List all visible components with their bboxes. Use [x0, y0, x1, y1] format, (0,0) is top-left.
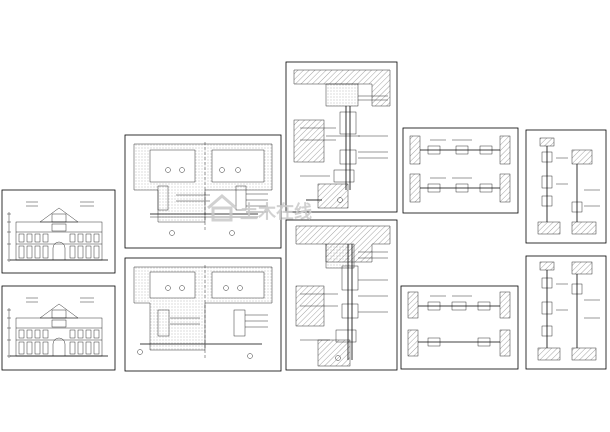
- vertical-section-detail-upper: [293, 69, 391, 209]
- window-plan-detail-lower: [407, 291, 511, 357]
- corner-plan-detail-upper: [133, 142, 273, 236]
- leader-lines: [176, 193, 268, 213]
- sheet-elevation-top: [1, 189, 116, 274]
- sheet-corner-plan-lower: [124, 257, 282, 372]
- window-plan-detail-upper: [409, 135, 511, 203]
- sheet-window-section-lower: [525, 255, 607, 370]
- window-frame-row: [418, 295, 500, 347]
- window-frame-row: [420, 139, 500, 193]
- leader-lines: [300, 95, 388, 177]
- sheet-window-plan-lower: [400, 285, 519, 370]
- building-elevation-bottom: [7, 297, 108, 358]
- window-section-detail-lower: [537, 261, 600, 361]
- watermark-text: 土木在线: [240, 201, 312, 223]
- corner-mullion: [140, 309, 262, 345]
- glazing-profile: [335, 244, 359, 360]
- window-profile-stack: [541, 146, 600, 222]
- sheet-elevation-bottom: [1, 285, 116, 371]
- sheet-window-plan-upper: [402, 127, 519, 214]
- elevation-window-grid: [18, 319, 100, 356]
- vertical-section-detail-lower: [295, 225, 391, 367]
- leader-lines: [300, 251, 388, 341]
- window-profile-stack: [541, 270, 600, 348]
- building-elevation-top: [7, 201, 108, 262]
- sheet-vertical-section-lower: [285, 219, 398, 371]
- sheet-vertical-section-upper: [285, 61, 398, 213]
- watermark: 土木在线: [207, 194, 312, 223]
- leader-lines: [170, 314, 268, 328]
- corner-mullion: [150, 185, 258, 218]
- corner-plan-detail-lower: [133, 265, 273, 360]
- watermark-logo-icon: [207, 194, 237, 222]
- glazing-profile: [326, 106, 360, 190]
- sheet-window-section-upper: [525, 129, 607, 244]
- elevation-window-grid: [18, 223, 100, 260]
- window-section-detail-upper: [537, 137, 600, 235]
- sheet-corner-plan-upper: [124, 134, 282, 249]
